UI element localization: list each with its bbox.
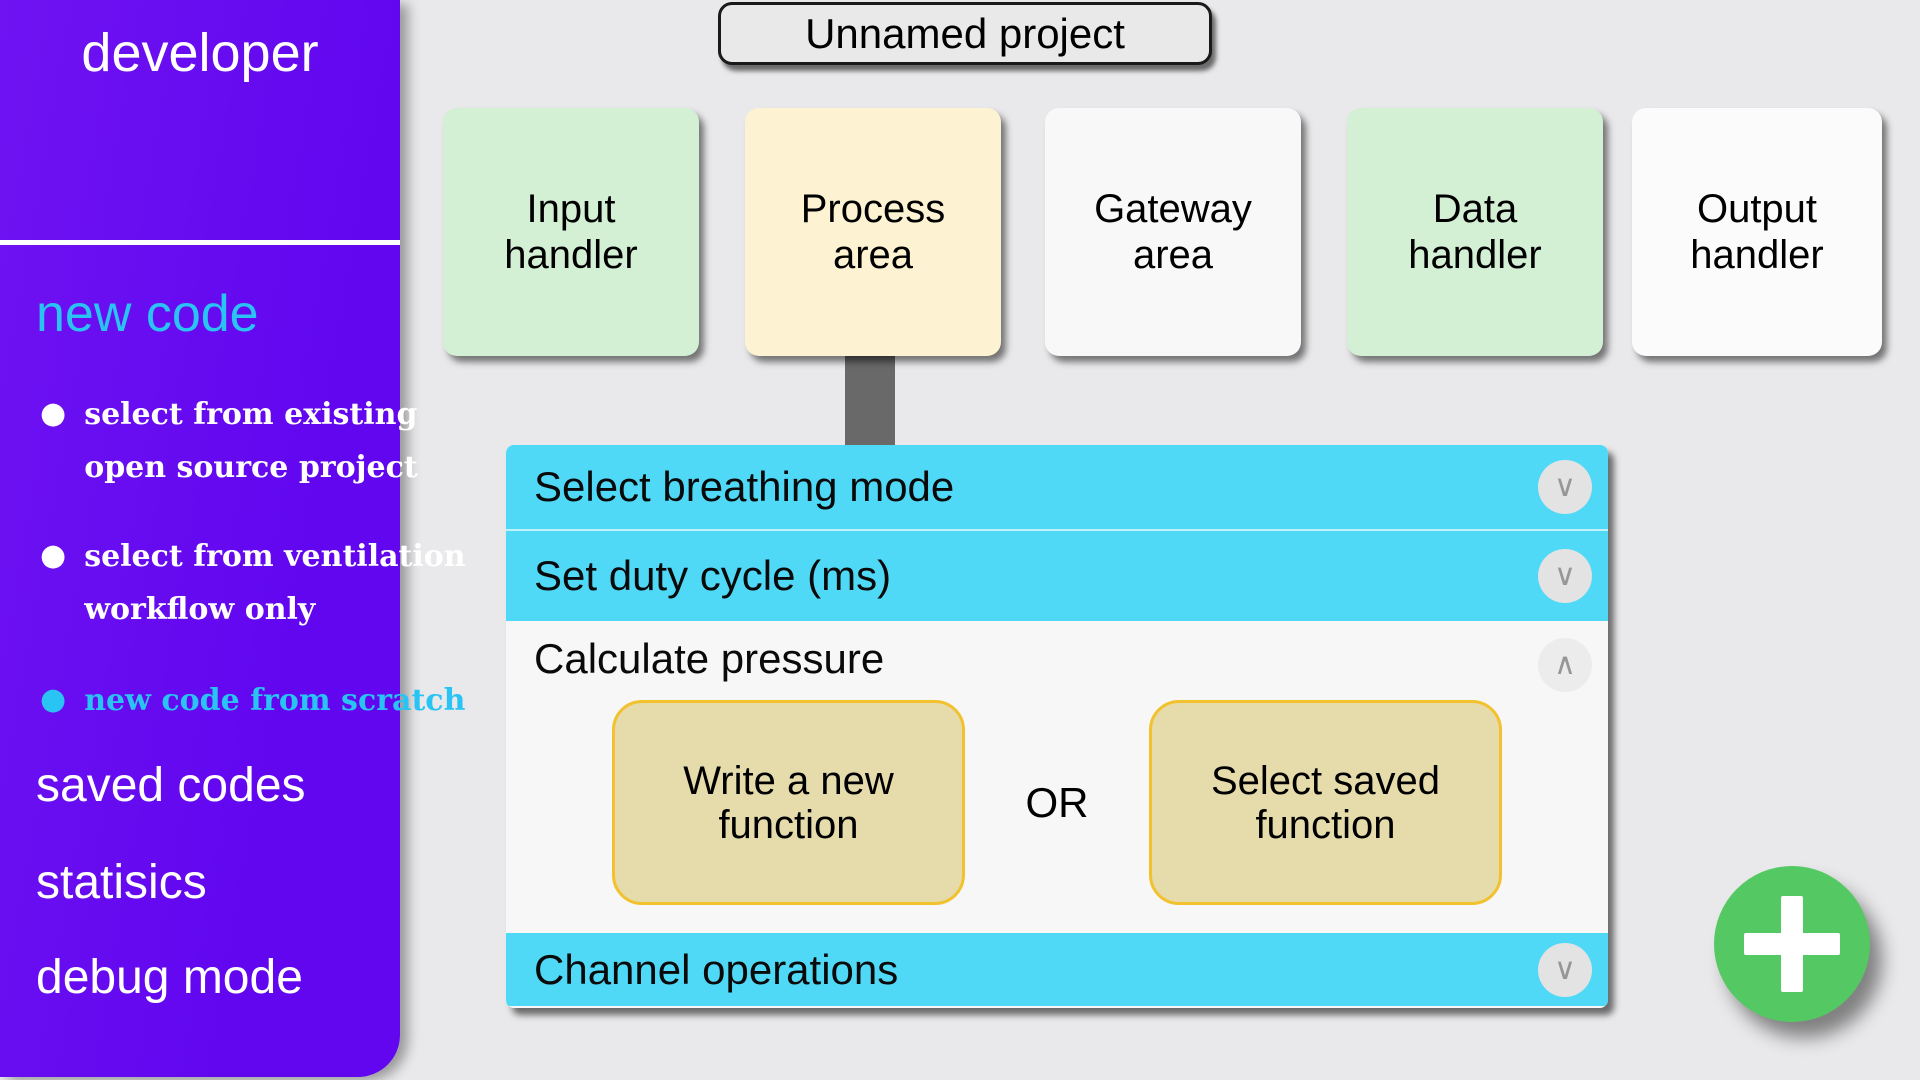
card-gateway-area[interactable]: Gateway area <box>1045 108 1301 356</box>
process-steps-panel: Select breathing mode ∨ Set duty cycle (… <box>506 445 1608 1008</box>
panel-row-label: Channel operations <box>534 945 899 993</box>
sidebar-option-label: select from ventilation workflow only <box>84 539 466 627</box>
sidebar-title: developer <box>81 23 319 83</box>
add-button[interactable] <box>1714 866 1870 1022</box>
sidebar-item-statistics[interactable]: statisics <box>36 856 207 909</box>
radio-bullet-icon: ● <box>40 682 67 717</box>
panel-row-calculate-pressure[interactable]: Calculate pressure ∧ Write a new functio… <box>506 621 1608 933</box>
card-data-handler[interactable]: Data handler <box>1347 108 1603 356</box>
sidebar-item-debug-mode[interactable]: debug mode <box>36 951 303 1004</box>
chevron-down-icon: ∨ <box>1554 951 1576 987</box>
write-new-function-button[interactable]: Write a new function <box>612 700 965 905</box>
sidebar-item-saved-codes[interactable]: saved codes <box>36 759 306 812</box>
panel-row-label: Set duty cycle (ms) <box>534 552 892 599</box>
sidebar-option-new-code-scratch[interactable]: ● new code from scratch <box>40 674 465 727</box>
project-title-button[interactable]: Unnamed project <box>718 2 1212 65</box>
calculate-pressure-options: Write a new function OR Select saved fun… <box>506 700 1608 905</box>
sidebar-item-new-code[interactable]: new code <box>36 285 259 343</box>
radio-bullet-icon: ● <box>40 396 67 431</box>
card-input-handler[interactable]: Input handler <box>443 108 699 356</box>
expand-toggle-button[interactable]: ∨ <box>1538 549 1592 603</box>
chevron-down-icon: ∨ <box>1554 469 1576 504</box>
panel-row-label: Select breathing mode <box>534 463 955 510</box>
card-output-handler[interactable]: Output handler <box>1632 108 1882 356</box>
expand-toggle-button[interactable]: ∨ <box>1538 460 1592 514</box>
panel-row-set-duty-cycle[interactable]: Set duty cycle (ms) ∨ <box>506 531 1608 621</box>
card-process-area[interactable]: Process area <box>745 108 1001 356</box>
sidebar-option-ventilation-workflow[interactable]: ● select from ventilation workflow only <box>40 530 466 636</box>
process-panel-connector <box>845 350 895 460</box>
radio-bullet-icon: ● <box>40 538 67 573</box>
collapse-toggle-button[interactable]: ∧ <box>1538 638 1592 692</box>
expand-toggle-button[interactable]: ∨ <box>1538 942 1592 997</box>
or-separator: OR <box>1025 778 1089 826</box>
panel-row-select-breathing-mode[interactable]: Select breathing mode ∨ <box>506 445 1608 531</box>
chevron-up-icon: ∧ <box>1554 647 1576 682</box>
sidebar-option-label: select from existing open source project <box>84 397 418 485</box>
panel-row-channel-operations[interactable]: Channel operations ∨ <box>506 933 1608 1006</box>
plus-icon <box>1781 896 1803 992</box>
sidebar: developer new code ● select from existin… <box>0 0 466 1077</box>
panel-row-label: Calculate pressure <box>534 635 885 682</box>
sidebar-option-label: new code from scratch <box>84 683 466 718</box>
chevron-down-icon: ∨ <box>1554 558 1576 593</box>
sidebar-option-open-source[interactable]: ● select from existing open source proje… <box>40 388 418 494</box>
sidebar-divider <box>0 240 400 245</box>
select-saved-function-button[interactable]: Select saved function <box>1149 700 1502 905</box>
